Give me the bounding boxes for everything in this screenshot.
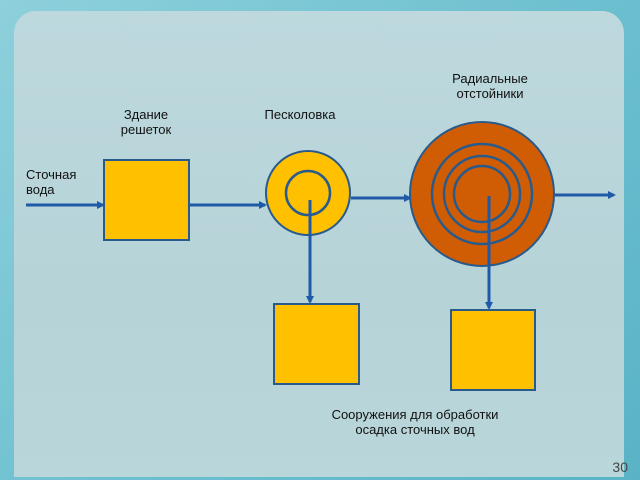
- radial-settler-ring-3: [452, 164, 512, 224]
- radial-settler-ring-1: [430, 142, 534, 246]
- radial-settler-ring-2: [442, 154, 522, 234]
- label-wastewater: Сточная вода: [26, 167, 77, 197]
- page-number: 30: [612, 459, 628, 475]
- label-radial-settlers: Радиальные отстойники: [452, 71, 528, 101]
- label-sludge-treatment: Сооружения для обработки осадка сточных …: [331, 407, 499, 437]
- screens-building-box: [103, 159, 190, 241]
- label-sand-trap: Песколовка: [264, 107, 336, 122]
- sludge-treatment-box-1: [273, 303, 360, 385]
- sludge-treatment-box-2: [450, 309, 536, 391]
- label-screens-building: Здание решеток: [120, 107, 172, 137]
- sand-trap-inner-circle: [284, 169, 332, 217]
